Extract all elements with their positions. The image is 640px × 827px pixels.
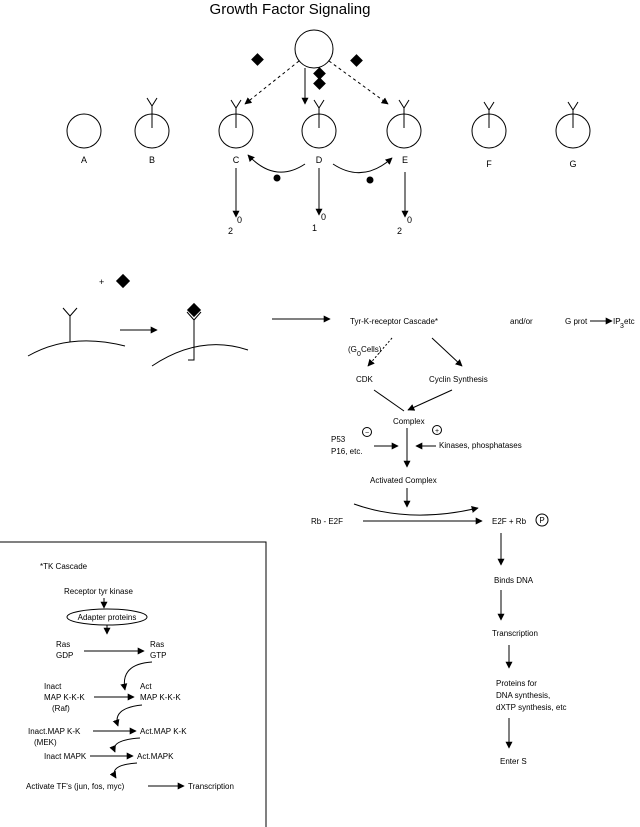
minus-sign: −: [365, 430, 369, 437]
inact-mapkkk-3: (Raf): [52, 704, 70, 713]
cell-label-b: B: [149, 155, 155, 165]
free-ligand-diamond: [115, 273, 131, 289]
mapk-curved-arrow: [109, 762, 138, 779]
proteins-line-3: dXTP synthesis, etc: [496, 703, 567, 712]
ras-gdp-1: Ras: [56, 640, 70, 649]
activate-tfs: Activate TF's (jun, fos, myc): [26, 782, 125, 791]
cell-label-a: A: [81, 155, 87, 165]
phosphate-circle: [535, 513, 549, 527]
p53-label: P53: [331, 435, 346, 444]
inact-mapkk-1: Inact.MAP K-K: [28, 727, 81, 736]
ligand-diamond-mid-2: [313, 77, 326, 90]
cyclin-to-complex: [407, 389, 453, 411]
juxtacrine-arrow-left: [247, 154, 306, 173]
rb-e2f-label: Rb - E2F: [311, 517, 343, 526]
transcription-label: Transcription: [492, 629, 538, 638]
complex-label: Complex: [393, 417, 425, 426]
signal-dot-right: [366, 176, 374, 184]
g0-sub: 0: [357, 351, 361, 358]
cell-label-e: E: [402, 155, 408, 165]
ligand-diamond-left: [251, 53, 264, 66]
bound-ligand-diamond: [186, 302, 202, 318]
inact-mapk: Inact MAPK: [44, 752, 87, 761]
cell-f: [471, 101, 507, 149]
g0-close: Cells): [361, 345, 382, 354]
g-prot: G prot: [565, 317, 588, 326]
phosphorylation-arc: [353, 503, 479, 516]
ras-curved-arrow: [120, 661, 153, 691]
receptor-tail: [188, 348, 195, 361]
proteins-line-2: DNA synthesis,: [496, 691, 550, 700]
cdk-label: CDK: [356, 375, 374, 384]
receptor-bound: [186, 311, 202, 350]
activated-complex-label: Activated Complex: [370, 476, 437, 485]
cell-label-g: G: [569, 159, 576, 169]
cell-a: [66, 113, 102, 149]
to-cyclin-arrow: [431, 337, 463, 367]
tk-adapter: Adapter proteins: [78, 613, 137, 622]
tk-transcription: Transcription: [188, 782, 234, 791]
cell-label-c: C: [233, 155, 240, 165]
act-mapkkk-1: Act: [140, 682, 152, 691]
act-mapkk: Act.MAP K-K: [140, 727, 187, 736]
p16-label: P16, etc.: [331, 447, 363, 456]
juxtacrine-arrow-right: [332, 157, 393, 174]
cdk-to-complex: [373, 389, 405, 412]
tk-receptor: Receptor tyr kinase: [64, 587, 133, 596]
cell-e: [386, 99, 422, 149]
ip3-base: IP: [613, 317, 621, 326]
inact-mapkk-2: (MEK): [34, 738, 57, 747]
plus-sign-small: +: [435, 428, 439, 435]
response-c-base: 2: [228, 226, 233, 236]
tk-heading: *TK Cascade: [40, 562, 88, 571]
inact-mapkkk-2: MAP K-K-K: [44, 693, 85, 702]
and-or: and/or: [510, 317, 533, 326]
ligand-diamond-mid-1: [313, 67, 326, 80]
proteins-line-1: Proteins for: [496, 679, 537, 688]
inact-mapkkk-1: Inact: [44, 682, 62, 691]
tyr-k-cascade: Tyr-K-receptor Cascade*: [350, 317, 438, 326]
plus-sign: +: [99, 277, 104, 287]
minus-circle: [362, 427, 372, 437]
phosphate-label: P: [539, 516, 544, 525]
cell-label-f: F: [486, 159, 492, 169]
response-e-base: 2: [397, 226, 402, 236]
receptor-unbound: [62, 307, 78, 342]
ip3-sub: 3: [620, 323, 624, 330]
source-cell: [294, 29, 334, 69]
cell-label-d: D: [316, 155, 323, 165]
cell-d: [301, 99, 337, 149]
paracrine-arrow-left: [244, 60, 300, 105]
enter-s-label: Enter S: [500, 757, 527, 766]
act-mapkkk-2: MAP K-K-K: [140, 693, 181, 702]
cell-b: [134, 97, 170, 149]
ras-gtp-1: Ras: [150, 640, 164, 649]
paracrine-arrow-right: [328, 60, 389, 105]
kinases-label: Kinases, phosphatases: [439, 441, 522, 450]
plus-circle: [432, 425, 442, 435]
g0-open: (G: [348, 345, 357, 354]
e2f-rb-label: E2F + Rb: [492, 517, 527, 526]
membrane-right: [151, 344, 249, 367]
response-c-exp: 0: [237, 215, 242, 225]
page-title: Growth Factor Signaling: [210, 1, 371, 18]
cell-g: [555, 101, 591, 149]
binds-dna-label: Binds DNA: [494, 576, 534, 585]
tk-cascade-box: [0, 541, 267, 827]
response-e-exp: 0: [407, 215, 412, 225]
cyclin-label: Cyclin Synthesis: [429, 375, 488, 384]
mapkk-curved-arrow: [109, 737, 141, 753]
ras-gdp-2: GDP: [56, 651, 73, 660]
ip3-tail: etc: [624, 317, 635, 326]
signal-dot-left: [273, 174, 281, 182]
membrane-left: [27, 340, 126, 357]
response-d-base: 1: [312, 223, 317, 233]
ligand-diamond-right: [350, 54, 363, 67]
mapkkk-curved-arrow: [112, 704, 143, 727]
cell-c: [218, 99, 254, 149]
act-mapk: Act.MAPK: [137, 752, 174, 761]
ras-gtp-2: GTP: [150, 651, 166, 660]
response-d-exp: 0: [321, 212, 326, 222]
